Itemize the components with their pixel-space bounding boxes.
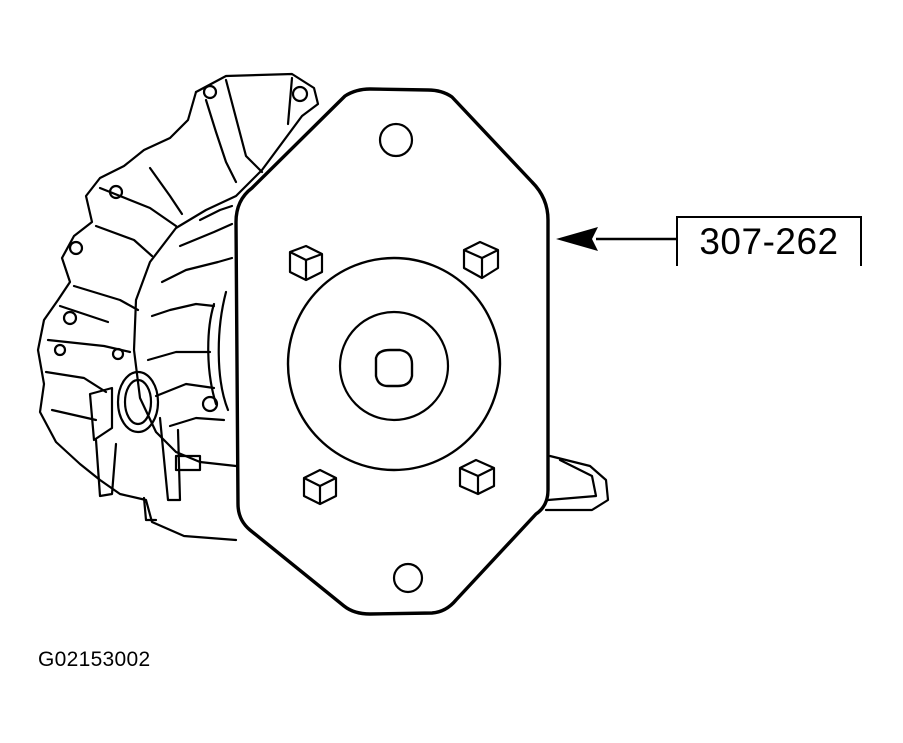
special-tool-plate [234,87,550,616]
case-bolt-holes [53,84,309,413]
plate-top-hole [378,122,414,158]
center-bore [374,348,414,388]
hex-bolt-lower-right [458,458,496,496]
hex-bolts [288,240,500,506]
hex-bolt-upper-left [288,244,324,282]
tool-number-label: 307-262 [676,216,862,266]
plate-bottom-hole [392,562,424,594]
transmission-case [36,72,610,542]
hex-bolt-lower-left [302,468,338,506]
callout-arrow [556,227,676,251]
figure-id: G02153002 [38,648,151,671]
hex-bolt-upper-right [462,240,500,280]
